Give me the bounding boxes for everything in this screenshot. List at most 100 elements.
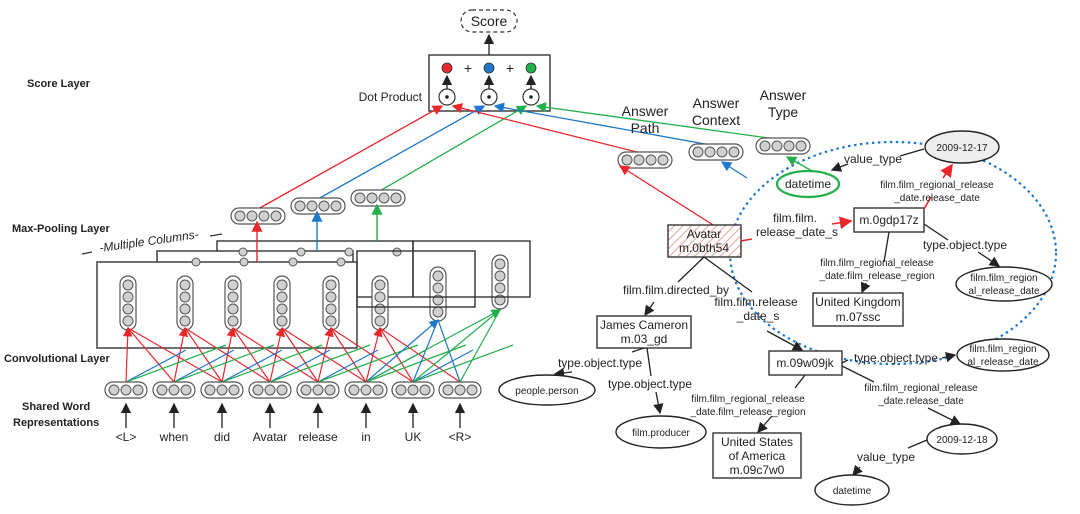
- neuron: [168, 384, 180, 396]
- edge-label-directed-by: film.film.directed_by: [623, 283, 729, 297]
- conv-vector-1: [119, 275, 137, 331]
- neuron: [122, 315, 134, 327]
- datetime-bottom-node: [814, 474, 890, 506]
- convolutional-layer-label: Convolutional Layer: [4, 353, 110, 365]
- neuron: [180, 384, 192, 396]
- neuron: [645, 154, 657, 166]
- edge-directed-by-a: [677, 256, 705, 283]
- neuron: [621, 154, 633, 166]
- hidden-neuron: [344, 247, 354, 257]
- plus-sign-1: +: [464, 60, 472, 76]
- neuron: [494, 270, 506, 282]
- edge-label-value-type-top: value_type: [844, 152, 902, 166]
- date-2009-12-17-label: 2009-12-17: [936, 143, 988, 154]
- answer-vector-path: [617, 151, 673, 169]
- uk-id: m.07ssc: [836, 310, 881, 324]
- hidden-neuron: [238, 247, 248, 257]
- neuron: [759, 140, 771, 152]
- red-question-to-dot: [257, 105, 444, 210]
- neuron: [432, 270, 444, 282]
- neuron: [374, 291, 386, 303]
- answer-aspect-label-2: Context: [692, 112, 740, 128]
- edge-value-type-top-b: [830, 161, 849, 172]
- usa-name-1: United States: [721, 435, 793, 449]
- neuron: [692, 146, 704, 158]
- datetime-type-node: [775, 169, 841, 199]
- film-producer-label: film.producer: [632, 428, 690, 439]
- neuron: [390, 192, 402, 204]
- blue-score-dot: [483, 62, 495, 74]
- neuron: [276, 279, 288, 291]
- film-producer-node: [615, 415, 707, 449]
- word-token: <L>: [116, 430, 137, 444]
- edge-label-value-type-bottom: value_type: [857, 450, 915, 464]
- max-pooling-layer-label: Max-Pooling Layer: [12, 223, 111, 235]
- conv-connection: [269, 349, 331, 383]
- neuron: [120, 384, 132, 396]
- conv-connection: [412, 349, 474, 383]
- type-to-answer-type: [785, 156, 815, 173]
- convolutional-vectors: [119, 240, 531, 331]
- neuron: [330, 200, 342, 212]
- conv-vector-4: [273, 275, 291, 331]
- edge-directed-by-b: [644, 301, 655, 317]
- word-token: UK: [405, 430, 422, 444]
- edge-release-date-red-lower: [923, 196, 932, 210]
- edge-label-reg-region-2: _date.film_release_region: [818, 271, 934, 282]
- date-2009-12-17-node: [924, 130, 1000, 164]
- neuron: [264, 384, 276, 396]
- conv-connection: [365, 326, 383, 383]
- blue-question-to-dot: [317, 105, 486, 200]
- uk-name: United Kingdom: [815, 295, 900, 309]
- neuron: [132, 384, 144, 396]
- conv-connection: [269, 344, 371, 383]
- multiple-columns-dash-left: [81, 251, 93, 255]
- edge-m09-date-b: [927, 407, 962, 425]
- conv-connection: [269, 326, 285, 383]
- word-token: when: [159, 430, 189, 444]
- edge-label-m09-region-2: _date.film_release_region: [689, 407, 805, 418]
- neuron: [179, 315, 191, 327]
- edge-m09-region-b: [757, 415, 773, 433]
- neuron: [374, 315, 386, 327]
- neuron: [227, 303, 239, 315]
- james-name: James Cameron: [600, 318, 688, 332]
- people-person-node: [498, 374, 596, 406]
- neuron: [122, 303, 134, 315]
- james-id: m.03_gd: [621, 332, 668, 346]
- neuron: [454, 384, 466, 396]
- neuron: [318, 200, 330, 212]
- neuron: [276, 303, 288, 315]
- edge-m09-type-a: [841, 359, 849, 364]
- neuron: [704, 146, 716, 158]
- neuron: [432, 306, 444, 318]
- neuron: [258, 210, 270, 222]
- score-node: [460, 9, 518, 33]
- conv-connection: [412, 309, 501, 383]
- conv-connection: [281, 327, 319, 383]
- edge-label-james-type-2: type.object.type: [608, 377, 692, 391]
- conv-connection: [437, 319, 461, 383]
- word-vector: [296, 381, 340, 399]
- shared-word-label-1: Shared Word: [22, 401, 90, 413]
- word-vector: [391, 381, 435, 399]
- neuron: [407, 384, 419, 396]
- multiple-columns-dash-right: [209, 233, 223, 237]
- edge-label-m09-region-1: film.film_regional_release: [691, 394, 805, 405]
- edge-label-m09-type: type.object.type: [854, 351, 938, 365]
- m-09w09jk-node: [768, 350, 843, 376]
- conv-connection: [330, 327, 367, 383]
- conv-column-3-right: [412, 240, 531, 298]
- hidden-neuron: [288, 257, 298, 267]
- edge-release-date-s-end: [831, 216, 853, 230]
- edge-region-uk-a: [883, 231, 890, 263]
- usa-id: m.09c7w0: [730, 463, 785, 477]
- answer-aspect-label-2: Type: [768, 104, 799, 120]
- word-vector: [152, 381, 196, 399]
- people-person-label: people.person: [515, 386, 578, 397]
- conv-connection: [127, 327, 223, 383]
- hidden-neuron: [296, 247, 306, 257]
- neuron: [783, 140, 795, 152]
- conv-connection: [330, 327, 414, 383]
